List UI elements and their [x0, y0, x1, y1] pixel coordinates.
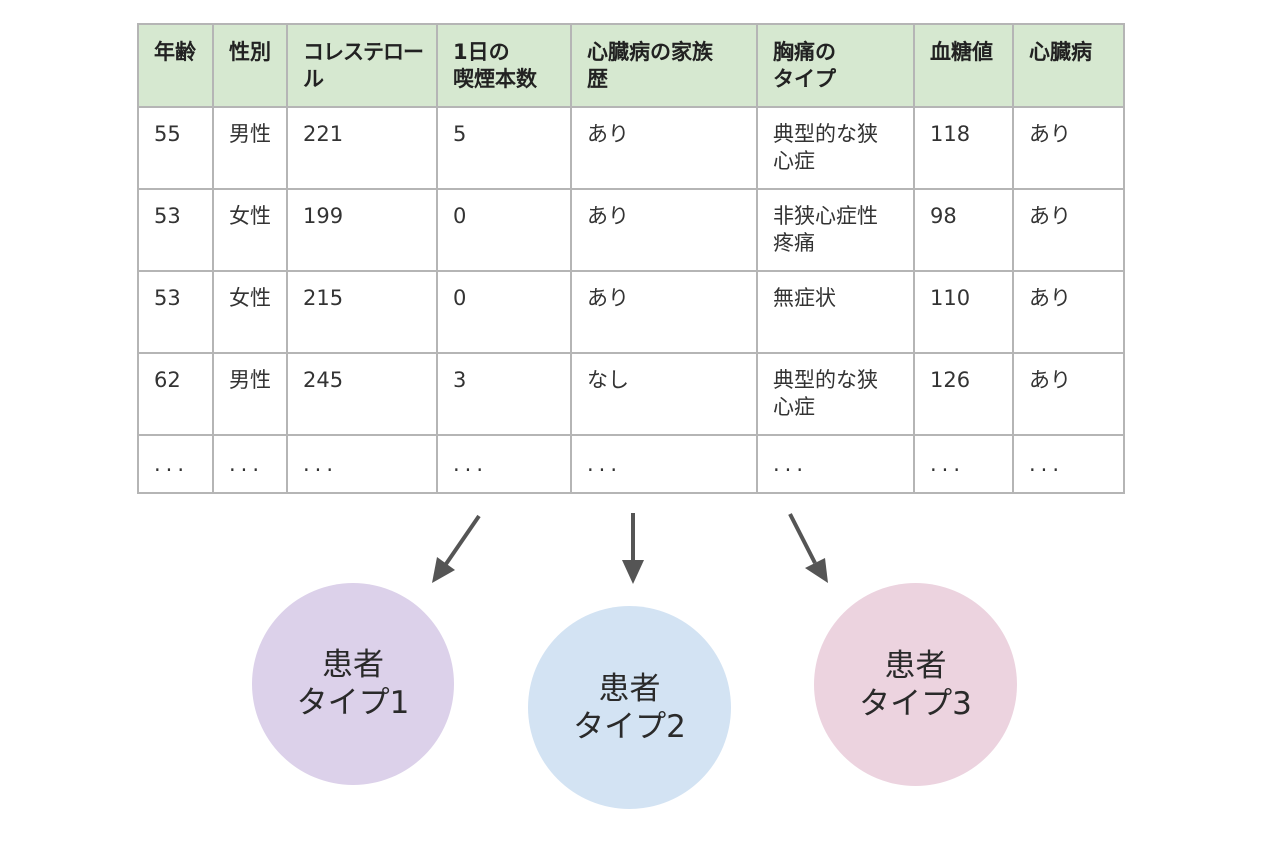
table-row: 62 男性 245 3 なし 典型的な狭心症 126 あり: [137, 352, 1125, 436]
cell-age: 55: [137, 106, 214, 190]
cell-blood-sugar: 118: [913, 106, 1014, 190]
patient-data-table: 年齢 性別 コレステロール 1日の喫煙本数 心臓病の家族歴 胸痛のタイプ 血糖値…: [137, 23, 1125, 494]
cell-age: 53: [137, 270, 214, 354]
cell-sex: 女性: [212, 188, 288, 272]
cluster-label-line1: 患者: [598, 670, 661, 707]
arrow-to-type1-shaft: [444, 514, 481, 566]
header-label-line1: 心臓病の家族: [587, 40, 713, 64]
cell-age: 62: [137, 352, 214, 436]
header-label: 心臓病: [1029, 40, 1092, 64]
cell-text-line2: 疼痛: [773, 231, 815, 255]
cell-chest-pain: 無症状: [756, 270, 915, 354]
cell-sex: 男性: [212, 106, 288, 190]
cluster-label: 患者 タイプ1: [297, 646, 410, 722]
cell-cigarettes: 0: [436, 270, 572, 354]
cluster-patient-type-1: 患者 タイプ1: [252, 583, 454, 785]
table-row-ellipsis: ... ... ... ... ... ... ... ...: [137, 434, 1125, 494]
cell-cholesterol: 215: [286, 270, 438, 354]
header-label-line2: タイプ: [773, 67, 836, 91]
cell-heart-disease: あり: [1012, 352, 1125, 436]
header-family-history: 心臓病の家族歴: [570, 23, 758, 108]
cell-cigarettes: 5: [436, 106, 572, 190]
arrow-to-type3-shaft: [788, 513, 817, 564]
cell-ellipsis: ...: [137, 434, 214, 494]
arrow-to-type1-head: [432, 557, 455, 583]
table-row: 55 男性 221 5 あり 典型的な狭心症 118 あり: [137, 106, 1125, 190]
cell-text-line1: 典型的な狭: [773, 122, 878, 146]
table-row: 53 女性 199 0 あり 非狭心症性疼痛 98 あり: [137, 188, 1125, 272]
cluster-patient-type-3: 患者 タイプ3: [814, 583, 1017, 786]
cell-ellipsis: ...: [286, 434, 438, 494]
header-cholesterol: コレステロール: [286, 23, 438, 108]
cell-ellipsis: ...: [570, 434, 758, 494]
header-label: コレステロール: [303, 40, 424, 91]
cell-cholesterol: 221: [286, 106, 438, 190]
cell-family-history: あり: [570, 188, 758, 272]
cell-ellipsis: ...: [756, 434, 915, 494]
cell-family-history: あり: [570, 270, 758, 354]
cluster-label-line1: 患者: [321, 647, 384, 683]
arrow-to-type2-head: [622, 560, 644, 584]
header-label: 性別: [229, 40, 271, 64]
table-header-row: 年齢 性別 コレステロール 1日の喫煙本数 心臓病の家族歴 胸痛のタイプ 血糖値…: [137, 23, 1125, 108]
cell-age: 53: [137, 188, 214, 272]
arrow-to-type3-head: [805, 558, 828, 583]
header-chest-pain-type: 胸痛のタイプ: [756, 23, 915, 108]
cluster-label-line2: タイプ2: [573, 708, 686, 745]
header-blood-sugar: 血糖値: [913, 23, 1014, 108]
cell-ellipsis: ...: [212, 434, 288, 494]
cluster-label-line2: タイプ3: [859, 685, 972, 722]
cell-ellipsis: ...: [1012, 434, 1125, 494]
header-label-line2: 喫煙本数: [453, 67, 537, 91]
cell-heart-disease: あり: [1012, 106, 1125, 190]
cell-blood-sugar: 98: [913, 188, 1014, 272]
header-cigarettes-per-day: 1日の喫煙本数: [436, 23, 572, 108]
cell-chest-pain: 典型的な狭心症: [756, 106, 915, 190]
cell-chest-pain: 非狭心症性疼痛: [756, 188, 915, 272]
cell-text-line1: 非狭心症性: [773, 204, 878, 228]
cell-text-line1: 典型的な狭: [773, 368, 878, 392]
table-row: 53 女性 215 0 あり 無症状 110 あり: [137, 270, 1125, 354]
header-label: 年齢: [154, 40, 196, 64]
cell-chest-pain: 典型的な狭心症: [756, 352, 915, 436]
cell-cholesterol: 199: [286, 188, 438, 272]
cell-blood-sugar: 126: [913, 352, 1014, 436]
cluster-label-line2: タイプ1: [296, 685, 410, 721]
cell-cholesterol: 245: [286, 352, 438, 436]
cell-heart-disease: あり: [1012, 270, 1125, 354]
header-label: 血糖値: [930, 40, 993, 64]
header-label-line2: 歴: [587, 67, 608, 91]
cell-sex: 女性: [212, 270, 288, 354]
header-heart-disease: 心臓病: [1012, 23, 1125, 108]
cell-ellipsis: ...: [436, 434, 572, 494]
cell-text-line2: 心症: [773, 395, 815, 419]
cell-blood-sugar: 110: [913, 270, 1014, 354]
cluster-label: 患者 タイプ3: [859, 647, 972, 723]
cell-text-line2: 心症: [773, 149, 815, 173]
header-age: 年齢: [137, 23, 214, 108]
cell-family-history: あり: [570, 106, 758, 190]
cell-heart-disease: あり: [1012, 188, 1125, 272]
cell-cigarettes: 0: [436, 188, 572, 272]
header-sex: 性別: [212, 23, 288, 108]
header-label-line1: 1日の: [453, 40, 510, 64]
header-label-line1: 胸痛の: [773, 40, 836, 64]
cluster-label-line1: 患者: [884, 647, 947, 684]
cell-family-history: なし: [570, 352, 758, 436]
patient-data-table-container: 年齢 性別 コレステロール 1日の喫煙本数 心臓病の家族歴 胸痛のタイプ 血糖値…: [137, 23, 1125, 494]
cell-ellipsis: ...: [913, 434, 1014, 494]
cell-cigarettes: 3: [436, 352, 572, 436]
cell-text-line1: 無症状: [773, 286, 836, 310]
cell-sex: 男性: [212, 352, 288, 436]
cluster-label: 患者 タイプ2: [573, 670, 686, 746]
cluster-patient-type-2: 患者 タイプ2: [528, 606, 731, 809]
